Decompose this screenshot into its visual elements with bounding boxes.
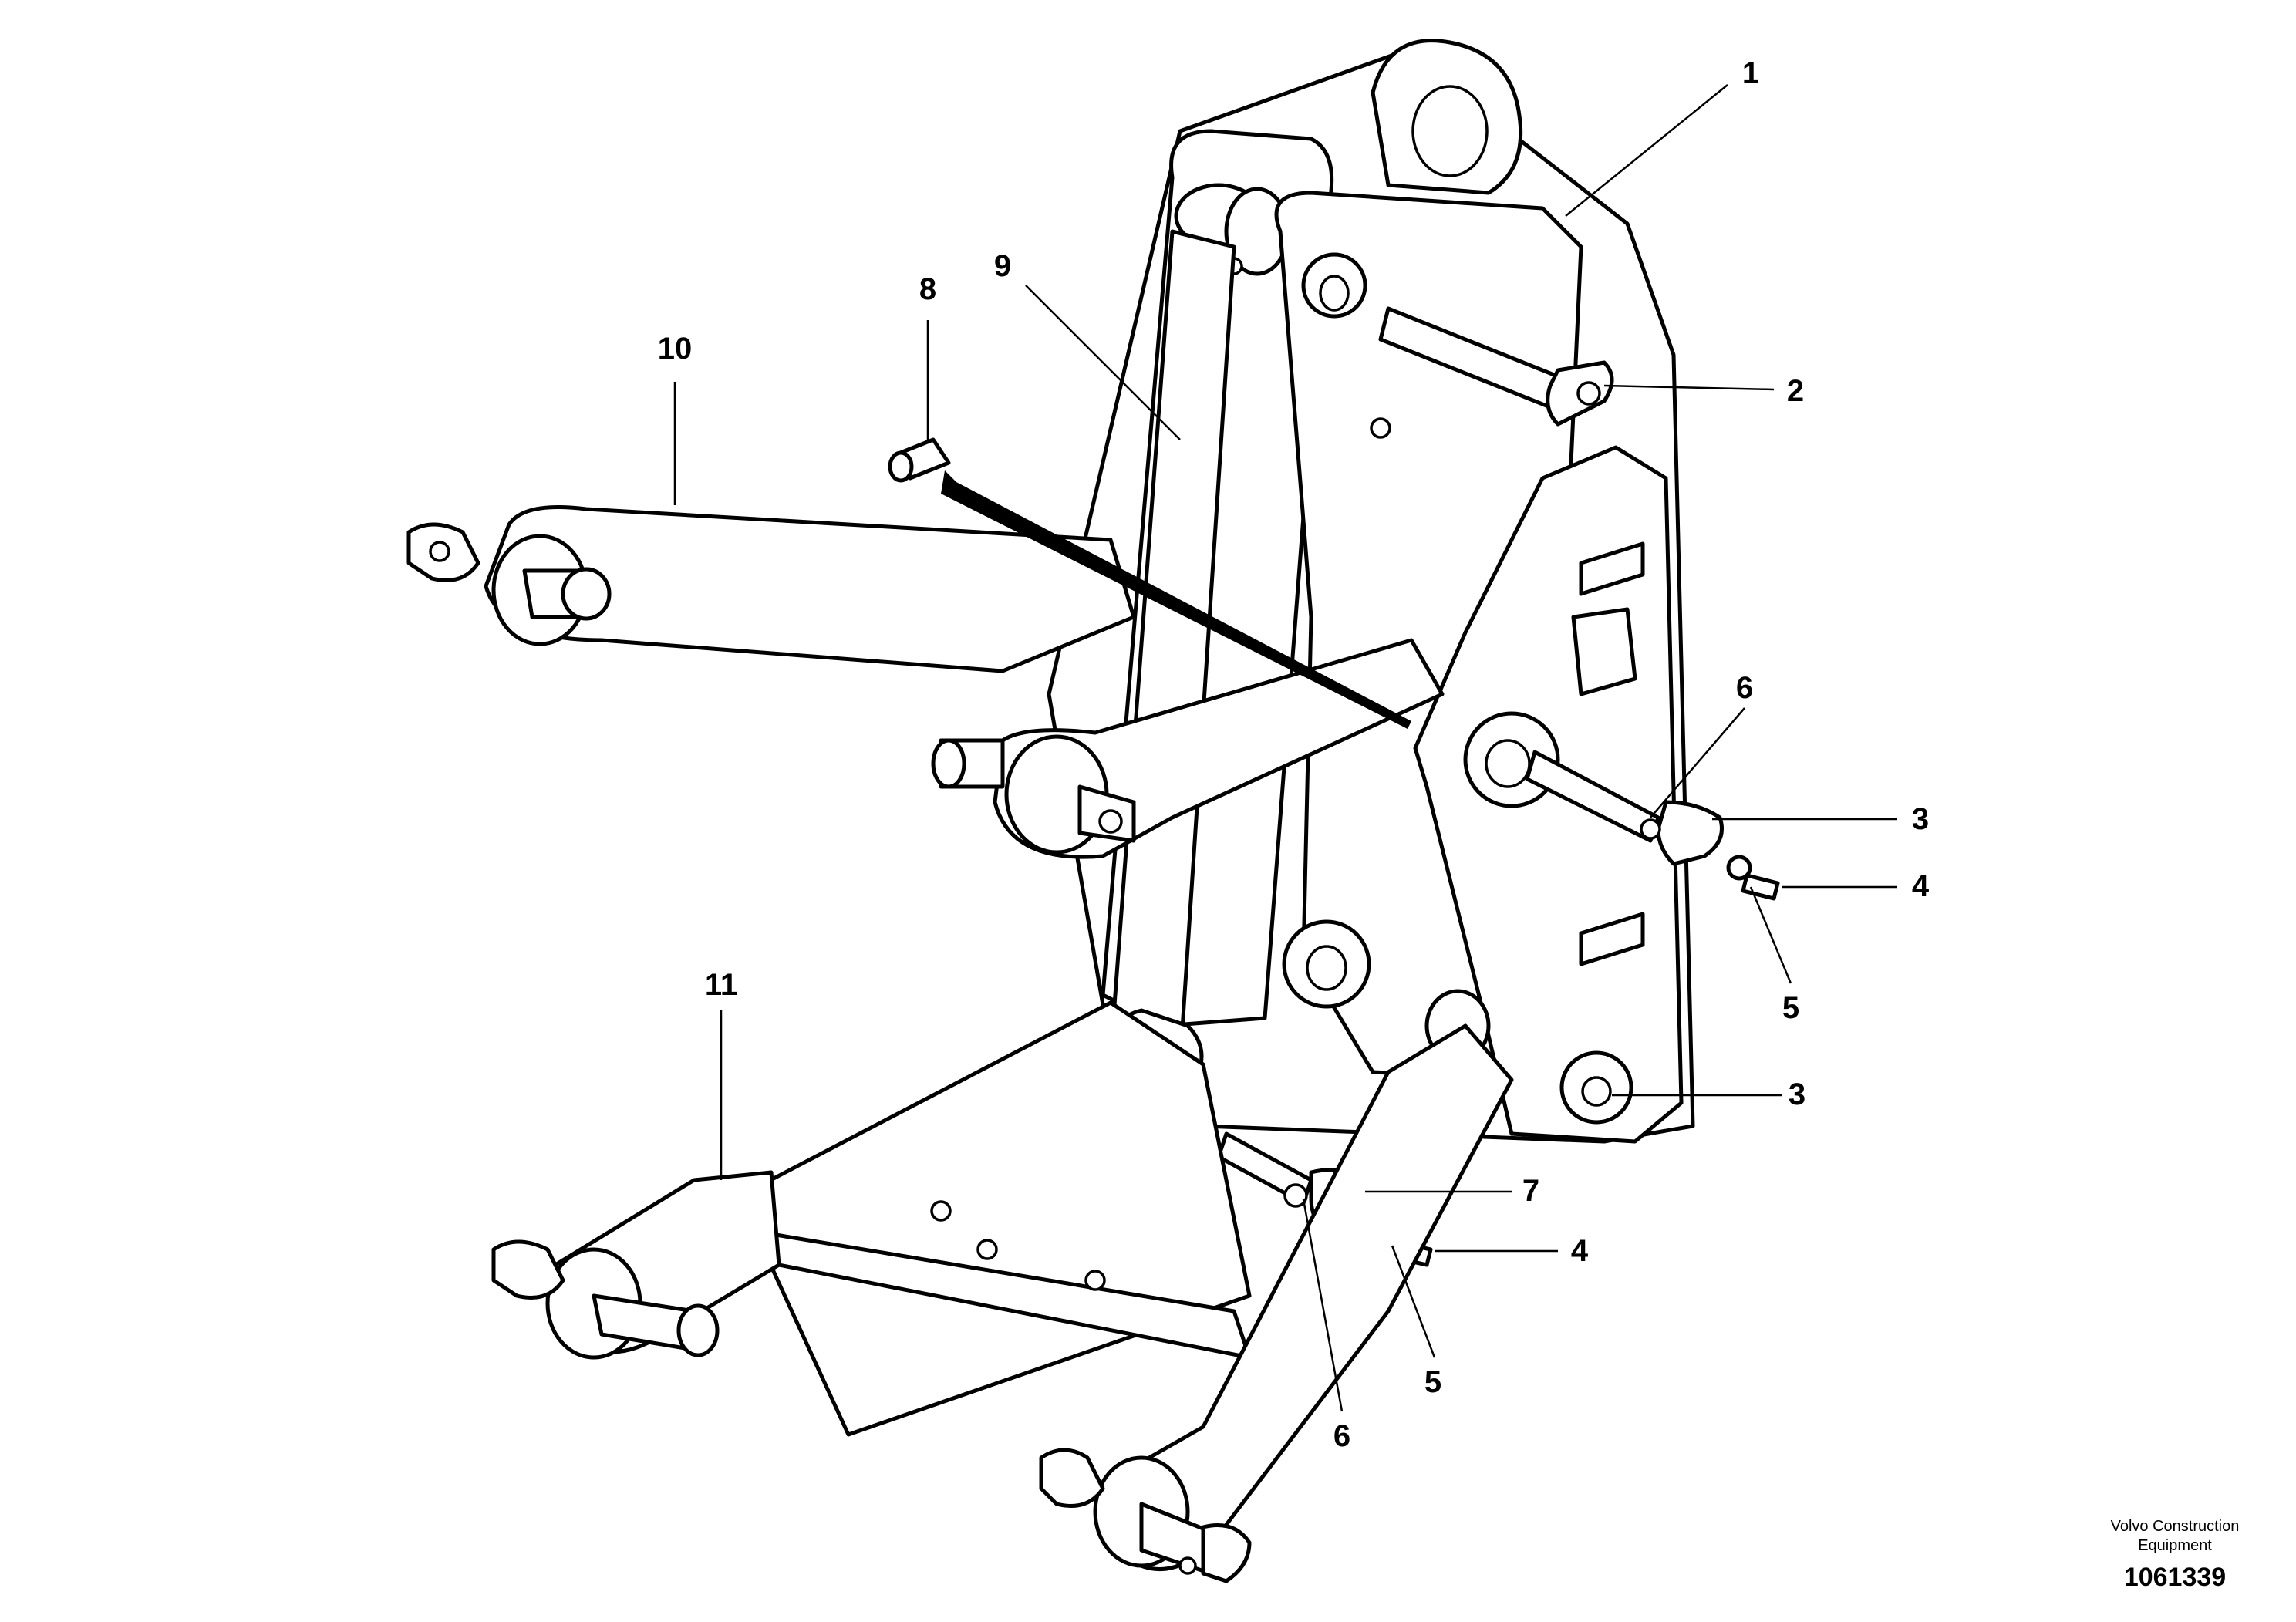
- callout-2: 2: [1787, 374, 1804, 408]
- callout-4-lower: 4: [1571, 1234, 1589, 1268]
- callout-10: 10: [658, 332, 693, 366]
- callout-9: 9: [994, 249, 1011, 283]
- lower-arm-frame: [491, 1000, 1514, 1583]
- callout-labels: 1 2 3 4 5 6 3 7 4 5 6 8 9 10 11: [658, 56, 1930, 1453]
- callout-3-lower: 3: [1789, 1077, 1805, 1111]
- callout-6-lower: 6: [1333, 1419, 1350, 1453]
- upper-link-arm: [406, 505, 1136, 673]
- footer: Volvo Construction Equipment 1061339: [2111, 1518, 2240, 1592]
- callout-6-upper: 6: [1736, 671, 1753, 705]
- grease-pointer: [941, 470, 1411, 729]
- maker-name-line2: Equipment: [2138, 1537, 2212, 1554]
- grease-nipple: [888, 437, 951, 483]
- callout-11: 11: [705, 968, 737, 1002]
- callout-8: 8: [919, 272, 936, 306]
- center-link-arm: [931, 638, 1445, 859]
- drawing-number: 1061339: [2124, 1563, 2226, 1592]
- upper-pin: [1378, 306, 1614, 427]
- middle-pin: [1525, 750, 1780, 901]
- callout-7: 7: [1522, 1174, 1539, 1208]
- callout-1: 1: [1742, 56, 1759, 90]
- leader-lines: [673, 84, 1897, 1412]
- callout-5-lower: 5: [1424, 1365, 1441, 1399]
- callout-3-upper: 3: [1912, 802, 1929, 836]
- maker-name-line1: Volvo Construction: [2111, 1518, 2240, 1535]
- callout-4-upper: 4: [1912, 869, 1930, 903]
- callout-5-upper: 5: [1782, 991, 1799, 1025]
